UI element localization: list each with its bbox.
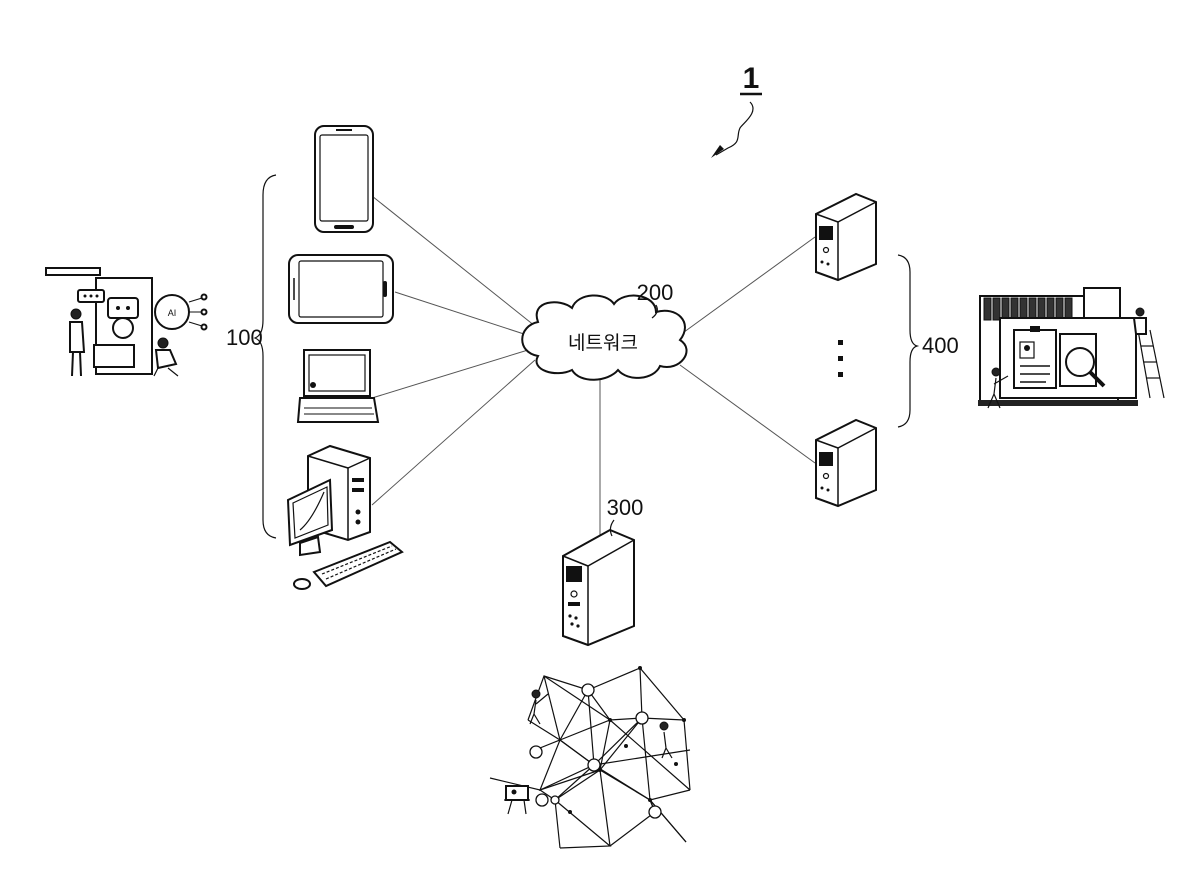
- ai-users-illustration: AI: [46, 268, 207, 376]
- left-brace-icon: [255, 175, 276, 538]
- network-label: 네트워크: [568, 332, 638, 354]
- link-external-server-bottom: [680, 365, 815, 463]
- document-archive-illustration: [978, 288, 1164, 408]
- system-number: 1: [743, 62, 760, 95]
- external-server-top-icon: [816, 194, 876, 280]
- smartphone-icon: [315, 126, 373, 232]
- network-number: 200: [637, 280, 674, 305]
- external-server-bottom-icon: [816, 420, 876, 506]
- network-cloud: 네트워크 200: [522, 280, 686, 380]
- ellipsis-dots-icon: [838, 340, 843, 377]
- svg-text:AI: AI: [168, 308, 177, 318]
- link-desktop: [372, 360, 535, 505]
- link-tablet: [395, 292, 530, 336]
- system-reference: 1: [711, 62, 762, 158]
- terminal-group-brace: 100: [226, 175, 276, 538]
- terminal-group-number: 100: [226, 325, 263, 350]
- desktop-computer-icon: [288, 446, 402, 589]
- laptop-icon: [298, 350, 378, 422]
- external-server-brace: 400: [898, 255, 959, 427]
- link-laptop: [372, 350, 528, 398]
- server-300-icon: [563, 530, 634, 645]
- external-server-group-number: 400: [922, 333, 959, 358]
- link-external-server-top: [680, 237, 815, 335]
- link-smartphone: [372, 196, 540, 330]
- right-brace-icon: [898, 255, 917, 427]
- server-number: 300: [607, 495, 644, 520]
- tablet-icon: [289, 255, 393, 323]
- network-mesh-illustration: [490, 666, 690, 848]
